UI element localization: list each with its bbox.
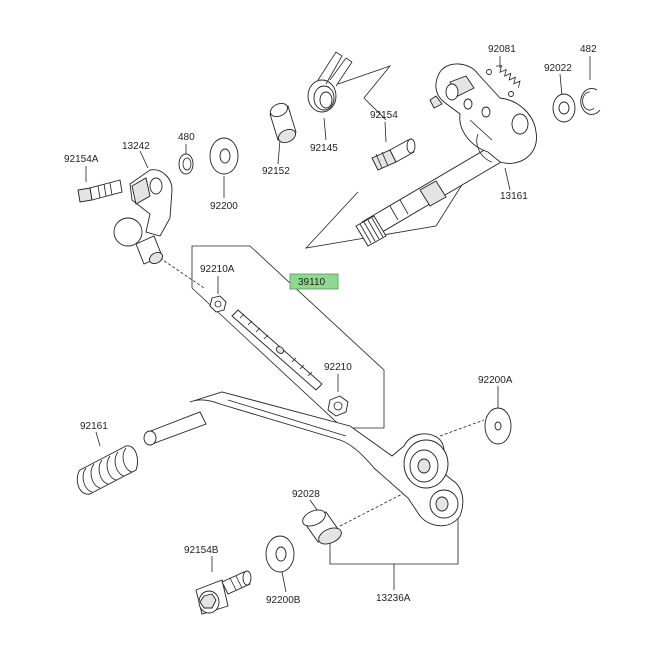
label-92154A: 92154A (64, 154, 99, 165)
part-92028-bushing (302, 509, 342, 545)
part-92145-return-spring (307, 51, 353, 113)
label-13161: 13161 (500, 191, 528, 202)
label-92210A: 92210A (200, 264, 235, 275)
label-480: 480 (178, 132, 195, 143)
part-13161-shift-shaft (355, 63, 537, 247)
part-92210A-nut (209, 295, 227, 313)
part-92200B-washer (265, 535, 295, 573)
label-92028: 92028 (292, 489, 320, 500)
label-13242: 13242 (122, 141, 150, 152)
part-92200-washer (209, 137, 239, 175)
label-92152: 92152 (262, 166, 290, 177)
part-labels: 92081 482 92022 92154 13161 92145 92152 … (64, 44, 597, 606)
label-92154: 92154 (370, 110, 398, 121)
label-92200B: 92200B (266, 595, 301, 606)
part-13236A-pedal-lever (143, 391, 464, 527)
part-92161-footpeg-rubber (76, 445, 138, 495)
label-92145: 92145 (310, 143, 338, 154)
part-92022-washer (552, 93, 576, 123)
part-92154A-bolt (77, 179, 123, 203)
part-92200A-washer (484, 407, 512, 445)
part-92210-nut (327, 395, 349, 417)
part-92154-bolt (371, 138, 416, 171)
part-482-circlip (580, 87, 601, 115)
label-92161: 92161 (80, 421, 108, 432)
label-482: 482 (580, 44, 597, 55)
label-92200A: 92200A (478, 375, 513, 386)
label-92081: 92081 (488, 44, 516, 55)
part-92154B-bolt (195, 570, 252, 615)
label-13236A: 13236A (376, 593, 411, 604)
part-39110-rod (231, 309, 323, 391)
label-39110: 39110 (298, 277, 326, 288)
part-92081-spring (486, 65, 521, 97)
part-92152-collar (269, 102, 297, 144)
label-92210: 92210 (324, 362, 352, 373)
part-480-circlip (178, 153, 194, 175)
part-39110-highlight (289, 273, 339, 290)
label-92154B: 92154B (184, 545, 219, 556)
label-92022: 92022 (544, 63, 572, 74)
part-13242-shift-lever (113, 169, 173, 265)
label-92200: 92200 (210, 201, 238, 212)
